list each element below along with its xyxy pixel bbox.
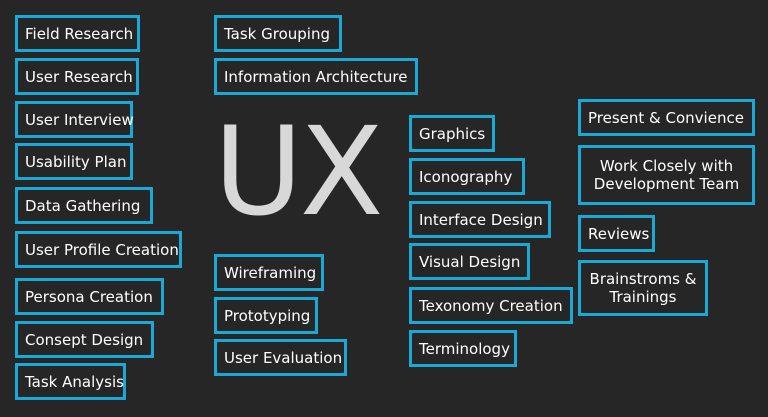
label-interface-design: Interface Design <box>409 201 551 238</box>
label-user-interview: User Interview <box>15 101 134 138</box>
label-task-analysis: Task Analysis <box>15 363 126 400</box>
label-present-convience: Present & Convience <box>578 99 755 136</box>
label-usability-plan: Usability Plan <box>15 143 133 180</box>
label-user-research: User Research <box>15 58 139 95</box>
label-wireframing: Wireframing <box>214 254 324 291</box>
label-terminology: Terminology <box>409 330 517 367</box>
label-data-gathering: Data Gathering <box>15 187 153 224</box>
label-information-architecture: Information Architecture <box>214 58 418 95</box>
label-field-research: Field Research <box>15 15 140 52</box>
label-brainstroms-trainings: Brainstroms & Trainings <box>578 260 708 316</box>
label-graphics: Graphics <box>409 115 495 152</box>
label-prototyping: Prototyping <box>214 297 318 334</box>
label-visual-design: Visual Design <box>409 243 530 280</box>
label-consept-design: Consept Design <box>15 321 154 358</box>
label-reviews: Reviews <box>578 215 655 252</box>
ux-title: UX <box>213 101 384 243</box>
label-task-grouping: Task Grouping <box>214 15 342 52</box>
label-persona-creation: Persona Creation <box>15 278 164 315</box>
label-iconography: Iconography <box>409 158 525 195</box>
label-texonomy-creation: Texonomy Creation <box>409 287 573 324</box>
label-work-closely: Work Closely with Development Team <box>578 145 755 205</box>
label-user-evaluation: User Evaluation <box>214 339 347 376</box>
label-user-profile-creation: User Profile Creation <box>15 231 182 268</box>
